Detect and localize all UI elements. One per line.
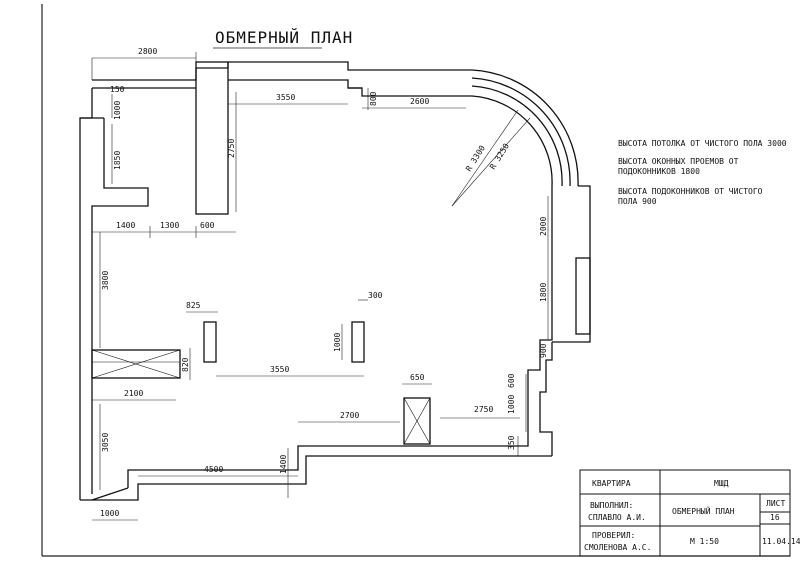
dim-1300: 1300	[160, 221, 179, 230]
dim-2600: 2600	[410, 97, 429, 106]
notes: ВЫСОТА ПОТОЛКА ОТ ЧИСТОГО ПОЛА 3000 ВЫСО…	[618, 139, 787, 206]
dim-800-top: 800	[369, 91, 378, 106]
dim-1400-vert: 1400	[279, 455, 288, 474]
dim-1000-left: 1000	[113, 101, 122, 120]
dim-1400: 1400	[116, 221, 135, 230]
dim-1000-bottom: 1000	[100, 509, 119, 518]
dim-r3250: R 3250	[488, 142, 511, 171]
dim-3550-mid: 3550	[270, 365, 289, 374]
note-line-3: ПОДОКОННИКОВ 1800	[618, 167, 700, 176]
dim-825: 825	[186, 301, 201, 310]
dim-4500: 4500	[204, 465, 223, 474]
dim-2750-horiz: 2750	[474, 405, 493, 414]
stamp-done-by-name: СПЛАВЛО А.И.	[588, 513, 646, 522]
dim-820: 820	[181, 357, 190, 372]
dim-650: 650	[410, 373, 425, 382]
dim-600-right: 600	[507, 373, 516, 388]
dim-2800-top: 2800	[138, 47, 157, 56]
note-line-5: ПОЛА 900	[618, 197, 657, 206]
dim-600-left: 600	[200, 221, 215, 230]
dim-3800: 3800	[101, 271, 110, 290]
walls	[79, 61, 591, 501]
stamp-scale: М 1:50	[690, 537, 719, 546]
dim-2750-vert: 2750	[227, 139, 236, 158]
dim-2700: 2700	[340, 411, 359, 420]
title-block-text: КВАРТИРА МШД ВЫПОЛНИЛ: СПЛАВЛО А.И. ПРОВ…	[584, 479, 800, 552]
dim-1000-right: 1000	[507, 395, 516, 414]
note-line-1: ВЫСОТА ПОТОЛКА ОТ ЧИСТОГО ПОЛА 3000	[618, 139, 787, 148]
dim-3550-top: 3550	[276, 93, 295, 102]
dim-300: 300	[368, 291, 383, 300]
dim-1850: 1850	[113, 151, 122, 170]
note-line-2: ВЫСОТА ОКОННЫХ ПРОЕМОВ ОТ	[618, 157, 739, 166]
dim-150: 150	[110, 85, 125, 94]
note-line-4: ВЫСОТА ПОДОКОННИКОВ ОТ ЧИСТОГО	[618, 187, 763, 196]
dim-900: 900	[539, 343, 548, 358]
stamp-checked-name: СМОЛЕНОВА А.С.	[584, 543, 651, 552]
dim-2100: 2100	[124, 389, 143, 398]
dimension-labels: 2800 150 1000 1850 3550 2750 800 2600 R …	[100, 47, 548, 518]
stamp-sheet-label: ЛИСТ	[766, 499, 785, 508]
title-block	[579, 469, 791, 557]
dim-3050: 3050	[101, 433, 110, 452]
dim-350: 350	[507, 435, 516, 450]
dim-r3300: R 3300	[464, 144, 487, 173]
stamp-apartment-value: МШД	[714, 479, 729, 488]
stamp-checked-label: ПРОВЕРИЛ:	[592, 531, 635, 540]
stamp-apartment-label: КВАРТИРА	[592, 479, 631, 488]
stamp-sheet-number: 16	[770, 513, 780, 522]
dim-2000: 2000	[539, 217, 548, 236]
drawing-title: ОБМЕРНЫЙ ПЛАН	[215, 28, 353, 47]
stamp-drawing-name: ОБМЕРНЫЙ ПЛАН	[672, 505, 735, 516]
sheet-frame	[41, 4, 790, 557]
dimension-lines	[91, 52, 549, 521]
stamp-date: 11.04.14	[762, 537, 800, 546]
dim-1800: 1800	[539, 283, 548, 302]
stamp-done-by-label: ВЫПОЛНИЛ:	[590, 501, 633, 510]
dim-1000-col: 1000	[333, 333, 342, 352]
